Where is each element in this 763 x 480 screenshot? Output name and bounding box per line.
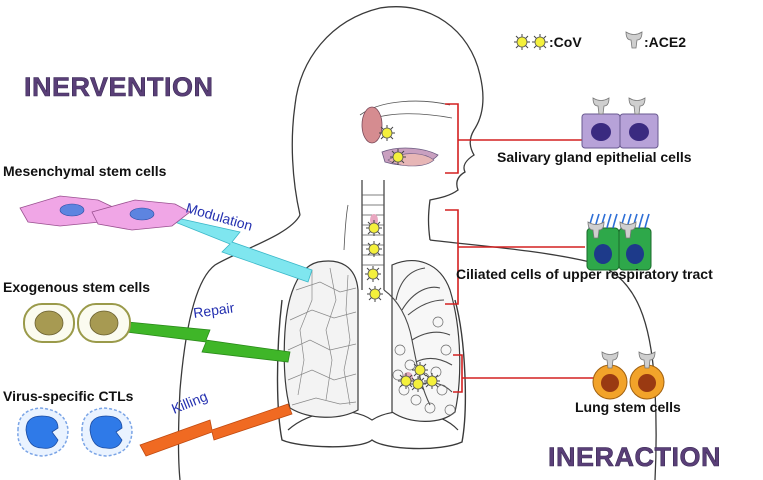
label-ctl: Virus-specific CTLs [3,388,134,404]
virus-icon [411,361,429,379]
exo-cells [23,303,131,343]
legend: :CoV :ACE2 [513,31,686,51]
lung-bronchial [383,260,461,422]
virus-icon [389,148,407,166]
virus-icon [397,372,415,390]
brackets [445,103,598,393]
legend-ace2-label: :ACE2 [644,34,686,50]
virus-icon [409,375,427,393]
label-msc: Mesenchymal stem cells [3,163,167,179]
ctl-cells [17,407,133,457]
virus-icon [365,240,383,258]
cov-legend-icon [513,33,531,51]
label-ciliated: Ciliated cells of upper respiratory trac… [456,266,713,282]
virus-icon [365,219,383,237]
lung-stem-cells [592,351,665,400]
head-outline [291,6,484,241]
repair-arrow [125,321,291,363]
lung-cellular [283,260,359,418]
ribcage [276,299,467,450]
label-exo: Exogenous stem cells [3,279,150,295]
bracket-lung [453,354,463,393]
label-salivary: Salivary gland epithelial cells [497,149,692,165]
ciliated-cells [586,213,652,271]
ace2-icon [628,97,646,115]
cov-legend-icon [531,33,549,51]
intervention-title: INERVENTION [24,72,214,102]
interaction-title: INERACTION [548,442,721,472]
ace2-icon [592,97,610,115]
bracket-ciliated [445,209,459,305]
ace2-legend-icon [625,31,643,49]
salivary-cells [581,97,659,149]
legend-cov-label: :CoV [549,34,582,50]
label-lung: Lung stem cells [575,399,681,415]
virus-icon [366,285,384,303]
salivary-gland [361,106,383,144]
msc-cells [19,195,191,231]
virus-icon [364,265,382,283]
neck-line [343,204,349,251]
virus-icon [423,372,441,390]
bracket-salivary [445,103,459,174]
killing-arrow [139,403,293,457]
modulation-arrow [149,211,313,283]
label-repair: Repair [192,299,235,321]
virus-icon [378,124,396,142]
label-killing: Killing [169,388,210,417]
